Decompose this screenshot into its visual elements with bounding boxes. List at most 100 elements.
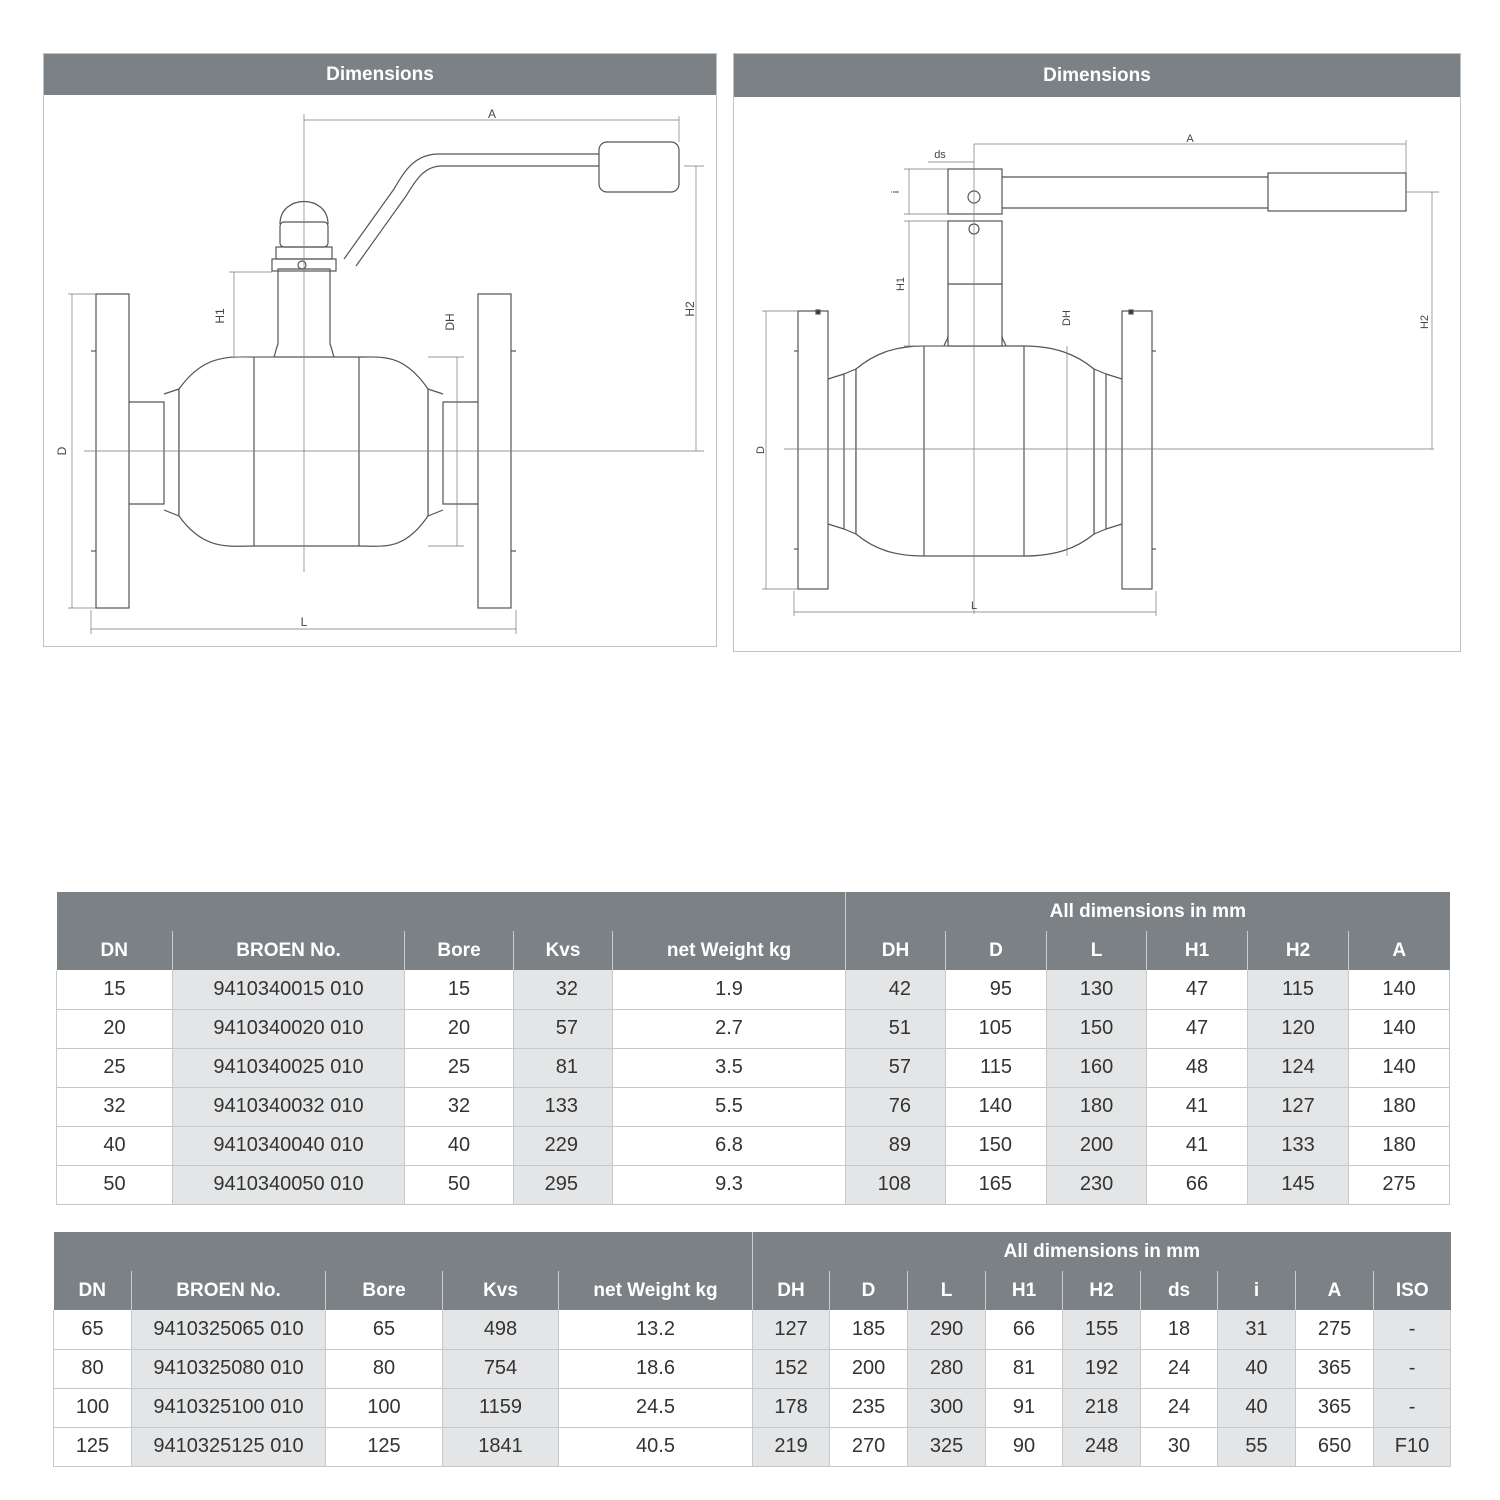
table-cell: 40 bbox=[1217, 1349, 1296, 1389]
column-header: H1 bbox=[985, 1271, 1063, 1310]
column-header: BROEN No. bbox=[131, 1271, 326, 1310]
table-cell: 290 bbox=[907, 1310, 986, 1350]
dim-label-h2: H2 bbox=[1419, 315, 1431, 329]
column-header: net Weight kg bbox=[611, 931, 846, 970]
table-cell: 133 bbox=[1247, 1126, 1349, 1166]
column-header: A bbox=[1295, 1271, 1374, 1310]
column-header: ISO bbox=[1373, 1271, 1451, 1310]
table-cell: 650 bbox=[1295, 1427, 1374, 1467]
table-cell: 66 bbox=[1146, 1165, 1248, 1205]
dim-label-l: L bbox=[301, 615, 308, 629]
dimensions-drawing-small: Dimensions bbox=[43, 53, 717, 647]
dim-label-d: D bbox=[55, 446, 69, 455]
table-cell: 365 bbox=[1295, 1388, 1374, 1428]
table-cell: 30 bbox=[1140, 1427, 1218, 1467]
table-cell: 230 bbox=[1046, 1165, 1147, 1205]
table-cell: 57 bbox=[845, 1048, 946, 1088]
table-cell: 105 bbox=[945, 1009, 1047, 1049]
table-cell: 81 bbox=[985, 1349, 1063, 1389]
table-cell: 125 bbox=[325, 1427, 443, 1467]
table-cell: 31 bbox=[1217, 1310, 1296, 1350]
table-cell: 180 bbox=[1348, 1126, 1451, 1166]
table-cell: 200 bbox=[1046, 1126, 1147, 1166]
column-header: DN bbox=[56, 931, 173, 970]
table-cell: 1.9 bbox=[611, 970, 846, 1010]
table-cell: 40.5 bbox=[557, 1427, 753, 1467]
column-header: H2 bbox=[1062, 1271, 1141, 1310]
table-cell: 15 bbox=[404, 970, 514, 1010]
table-cell: 365 bbox=[1295, 1349, 1374, 1389]
dim-label-l: L bbox=[971, 600, 977, 612]
table-cell: 108 bbox=[845, 1165, 946, 1205]
table-cell: 90 bbox=[985, 1427, 1063, 1467]
table-cell: 229 bbox=[513, 1126, 613, 1166]
table-cell: 65 bbox=[53, 1310, 132, 1350]
table-cell: 180 bbox=[1046, 1087, 1147, 1127]
column-header: Kvs bbox=[513, 931, 613, 970]
table-cell: 32 bbox=[404, 1087, 514, 1127]
table-cell: 9410325100 010 bbox=[131, 1388, 326, 1428]
table-cell: 133 bbox=[513, 1087, 613, 1127]
table-cell: 81 bbox=[513, 1048, 613, 1088]
dim-label-ds: ds bbox=[934, 149, 946, 161]
column-header: H2 bbox=[1247, 931, 1349, 970]
units-label: All dimensions in mm bbox=[752, 1232, 1451, 1271]
table-cell: 47 bbox=[1146, 1009, 1248, 1049]
table-cell: 9410340015 010 bbox=[172, 970, 405, 1010]
table-cell: 100 bbox=[325, 1388, 443, 1428]
table-cell: - bbox=[1373, 1388, 1452, 1428]
table-cell: 127 bbox=[752, 1310, 830, 1350]
table-cell: 115 bbox=[1247, 970, 1349, 1010]
table-cell: 140 bbox=[1348, 970, 1451, 1010]
table-cell: 18.6 bbox=[557, 1349, 753, 1389]
dim-label-dh: DH bbox=[443, 313, 457, 330]
table-cell: 25 bbox=[404, 1048, 514, 1088]
dim-label-i: i bbox=[890, 191, 902, 193]
table-cell: 235 bbox=[829, 1388, 908, 1428]
table-cell: 32 bbox=[513, 970, 613, 1010]
table-cell: 32 bbox=[56, 1087, 173, 1127]
table-cell: 9410325065 010 bbox=[131, 1310, 326, 1350]
column-header: D bbox=[829, 1271, 908, 1310]
table-cell: 140 bbox=[1348, 1048, 1451, 1088]
table-cell: 100 bbox=[53, 1388, 132, 1428]
column-header: BROEN No. bbox=[172, 931, 405, 970]
table-cell: 280 bbox=[907, 1349, 986, 1389]
table-cell: 91 bbox=[985, 1388, 1063, 1428]
column-header: H1 bbox=[1146, 931, 1248, 970]
table-cell: 24 bbox=[1140, 1388, 1218, 1428]
table-cell: 3.5 bbox=[611, 1048, 846, 1088]
table-cell: 50 bbox=[56, 1165, 173, 1205]
table-cell: 25 bbox=[56, 1048, 173, 1088]
table-cell: 89 bbox=[845, 1126, 946, 1166]
dimensions-drawing-large: Dimensions bbox=[733, 53, 1461, 652]
table-cell: 50 bbox=[404, 1165, 514, 1205]
table-cell: 40 bbox=[56, 1126, 173, 1166]
table-cell: 124 bbox=[1247, 1048, 1349, 1088]
column-header: Bore bbox=[404, 931, 514, 970]
table-cell: 300 bbox=[907, 1388, 986, 1428]
table-cell: 130 bbox=[1046, 970, 1147, 1010]
table-cell: 9410340050 010 bbox=[172, 1165, 405, 1205]
column-header: A bbox=[1348, 931, 1450, 970]
table-cell: 40 bbox=[404, 1126, 514, 1166]
table-cell: 1159 bbox=[442, 1388, 559, 1428]
table-cell: 6.8 bbox=[611, 1126, 846, 1166]
table-cell: 55 bbox=[1217, 1427, 1296, 1467]
table-cell: 57 bbox=[513, 1009, 613, 1049]
table-cell: 754 bbox=[442, 1349, 559, 1389]
table-cell: 15 bbox=[56, 970, 173, 1010]
panel-title: Dimensions bbox=[734, 54, 1460, 97]
table-cell: 66 bbox=[985, 1310, 1063, 1350]
table-cell: 150 bbox=[945, 1126, 1047, 1166]
dim-label-d: D bbox=[755, 446, 767, 454]
table-cell: 165 bbox=[945, 1165, 1047, 1205]
table-cell: 9410340032 010 bbox=[172, 1087, 405, 1127]
table-cell: - bbox=[1373, 1310, 1452, 1350]
table-cell: 20 bbox=[404, 1009, 514, 1049]
